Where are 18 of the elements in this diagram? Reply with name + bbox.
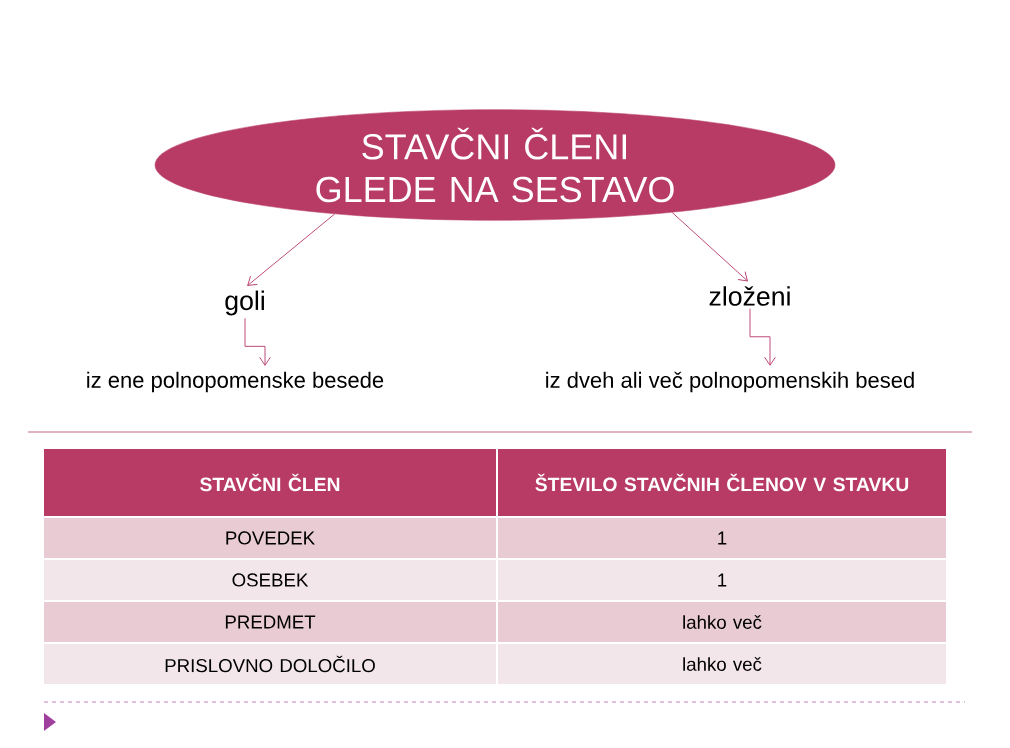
description-text: iz dveh ali več polnopomenskih besed bbox=[546, 371, 914, 393]
table-cell: POVEDEK bbox=[44, 518, 496, 558]
table-cell: 1 bbox=[498, 560, 946, 600]
category-label: goli bbox=[225, 290, 264, 316]
table-cell: OSEBEK bbox=[44, 560, 496, 600]
category-label: zloženi bbox=[709, 286, 790, 306]
table-cell: lahko več bbox=[498, 602, 946, 642]
arrow bbox=[749, 308, 776, 366]
description-text: iz ene polnopomenske besede bbox=[87, 371, 384, 393]
arrow bbox=[671, 212, 748, 282]
header-cell: STAVČNI ČLEN bbox=[44, 449, 496, 516]
table-cell: lahko več bbox=[498, 644, 946, 684]
table-cell: PREDMET bbox=[44, 602, 496, 642]
header-cell: ŠTEVILO STAVČNIH ČLENOV V STAVKU bbox=[498, 449, 946, 516]
arrow bbox=[244, 317, 271, 366]
table-cell: PRISLOVNO DOLOČILO bbox=[44, 644, 496, 684]
table-cell: 1 bbox=[498, 518, 946, 558]
arrow bbox=[247, 213, 336, 286]
